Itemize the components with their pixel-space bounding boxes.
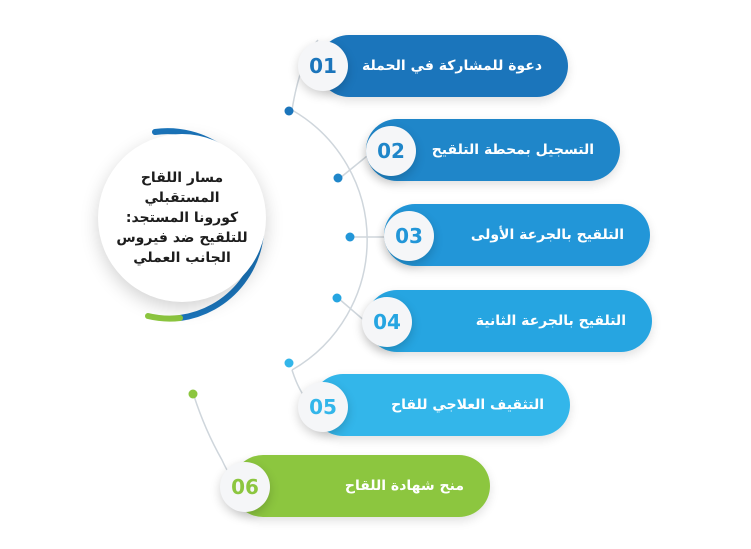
step-4-label: التلقيح بالجرعة الثانية <box>475 313 626 329</box>
step-3-number: 03 <box>384 211 434 261</box>
step-2-label: التسجيل بمحطة التلقيح <box>431 142 594 158</box>
center-title-line: مسار اللقاح المستقبلي <box>140 170 224 206</box>
step-2-number: 02 <box>366 126 416 176</box>
center-title: مسار اللقاح المستقبلي كورونا المستجد: لل… <box>112 168 252 268</box>
step-6-pill: منح شهادة اللقاح <box>232 455 490 517</box>
step-1-label: دعوة للمشاركة في الحملة <box>361 58 542 74</box>
center-title-line: للتلقيح ضد فيروس <box>116 230 248 246</box>
step-3-label: التلقيح بالجرعة الأولى <box>470 227 624 243</box>
step-4-pill: التلقيح بالجرعة الثانية <box>366 290 652 352</box>
step-5-label: التثقيف العلاجي للقاح <box>391 397 544 413</box>
step-5-pill: التثقيف العلاجي للقاح <box>312 374 570 436</box>
step-1-number: 01 <box>298 41 348 91</box>
step-6-number: 06 <box>220 462 270 512</box>
connector-dot <box>332 293 342 303</box>
step-4-number: 04 <box>362 297 412 347</box>
step-1-pill: دعوة للمشاركة في الحملة <box>318 35 568 97</box>
connector-dot <box>188 389 198 399</box>
connector-line-4 <box>337 297 367 323</box>
connector-arc <box>291 109 368 371</box>
connector-dot <box>345 232 355 242</box>
step-6-label: منح شهادة اللقاح <box>344 478 464 494</box>
connector-dot <box>284 106 294 116</box>
connector-dot <box>284 358 294 368</box>
connector-dot <box>333 173 343 183</box>
center-title-line: كورونا المستجد: <box>125 210 239 226</box>
center-title-line: الجانب العملي <box>133 250 231 266</box>
step-5-number: 05 <box>298 382 348 432</box>
center-ring-green <box>145 313 183 322</box>
center-circle: مسار اللقاح المستقبلي كورونا المستجد: لل… <box>98 134 266 302</box>
